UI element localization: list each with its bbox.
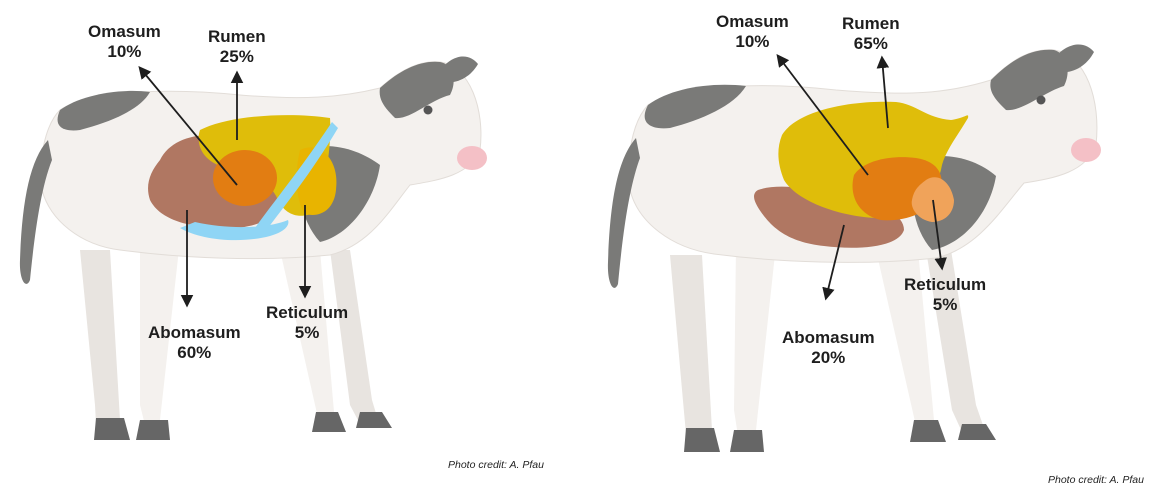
abomasum-label: Abomasum 20% — [782, 328, 875, 368]
omasum-label: Omasum 10% — [88, 22, 161, 62]
photo-credit: Photo credit: A. Pfau — [448, 459, 544, 471]
rumen-label: Rumen 25% — [208, 27, 266, 67]
calf-illustration — [0, 0, 586, 489]
photo-credit: Photo credit: A. Pfau — [1048, 474, 1144, 486]
reticulum-label: Reticulum 5% — [904, 275, 986, 315]
calf-stomach-diagram-young: Omasum 10% Rumen 25% Abomasum 60% Reticu… — [0, 0, 586, 489]
calf-illustration — [586, 0, 1172, 489]
abomasum-label: Abomasum 60% — [148, 323, 241, 363]
calf-stomach-diagram-older: Omasum 10% Rumen 65% Abomasum 20% Reticu… — [586, 0, 1172, 489]
omasum-region — [213, 150, 277, 206]
rumen-label: Rumen 65% — [842, 14, 900, 54]
omasum-label: Omasum 10% — [716, 12, 789, 52]
reticulum-label: Reticulum 5% — [266, 303, 348, 343]
